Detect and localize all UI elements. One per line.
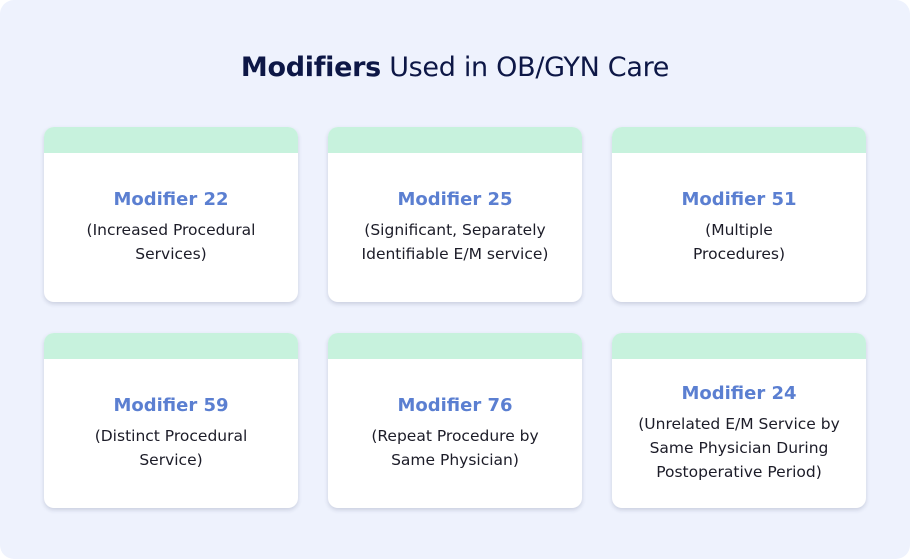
- modifier-card: Modifier 24 (Unrelated E/M Service by Sa…: [612, 333, 866, 508]
- modifier-card: Modifier 25 (Significant, Separately Ide…: [328, 127, 582, 302]
- title-rest: Used in OB/GYN Care: [380, 52, 670, 83]
- card-header-band: [328, 127, 582, 153]
- modifier-description: (Unrelated E/M Service by Same Physician…: [638, 415, 840, 481]
- modifier-name: Modifier 22: [113, 189, 229, 210]
- card-header-band: [44, 127, 298, 153]
- card-header-band: [328, 333, 582, 359]
- modifier-description: (Distinct Procedural Service): [94, 427, 248, 469]
- card-header-band: [612, 333, 866, 359]
- title-bold: Modifiers: [240, 52, 381, 83]
- modifier-description: (Repeat Procedure by Same Physician): [371, 427, 539, 469]
- modifier-card: Modifier 59 (Distinct Procedural Service…: [44, 333, 298, 508]
- modifier-description: (Increased Procedural Services): [86, 221, 256, 263]
- modifier-card: Modifier 22 (Increased Procedural Servic…: [44, 127, 298, 302]
- card-header-band: [44, 333, 298, 359]
- modifier-description: (Multiple Procedures): [692, 221, 785, 263]
- modifier-name: Modifier 76: [397, 395, 513, 416]
- page-title: Modifiers Used in OB/GYN Care: [0, 52, 910, 83]
- modifier-name: Modifier 24: [681, 383, 797, 404]
- card-header-band: [612, 127, 866, 153]
- modifier-card: Modifier 51 (Multiple Procedures): [612, 127, 866, 302]
- modifier-card: Modifier 76 (Repeat Procedure by Same Ph…: [328, 333, 582, 508]
- modifier-name: Modifier 59: [113, 395, 229, 416]
- modifier-description: (Significant, Separately Identifiable E/…: [361, 221, 549, 263]
- modifier-name: Modifier 25: [397, 189, 513, 210]
- modifier-name: Modifier 51: [681, 189, 797, 210]
